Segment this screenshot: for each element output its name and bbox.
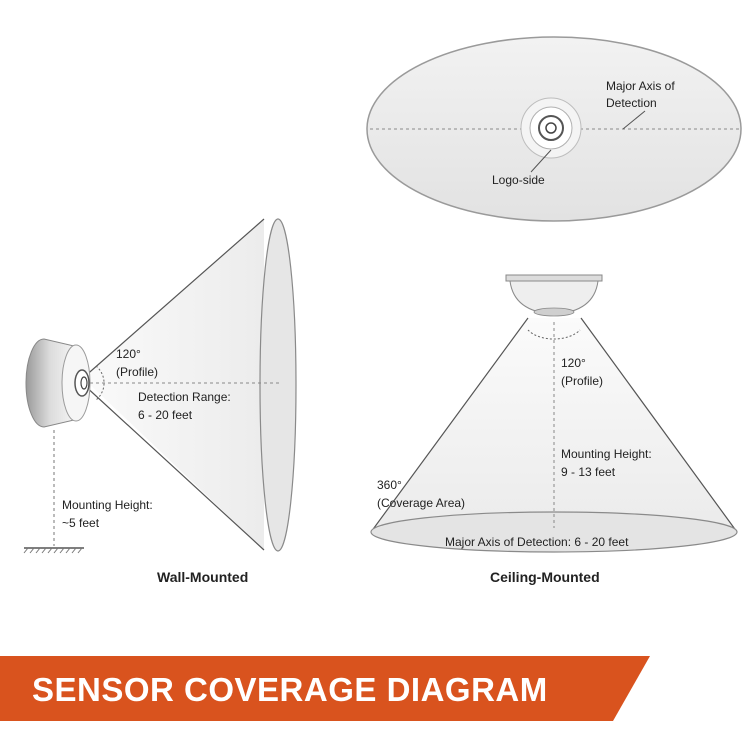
- logo-side-leader: [530, 149, 552, 173]
- floor-ground-line: [23, 547, 84, 554]
- ceiling-mounted-diagram: 120° (Profile) Mounting Height: 9 - 13 f…: [370, 274, 738, 585]
- wall-detection-cone: [83, 219, 264, 550]
- top-view-diagram: Major Axis of Detection Logo-side: [366, 36, 742, 222]
- wall-range-label-line1: Detection Range:: [138, 390, 231, 404]
- banner-title: SENSOR COVERAGE DIAGRAM: [32, 671, 548, 708]
- logo-side-label: Logo-side: [492, 173, 545, 187]
- wall-angle-label-line1: 120°: [116, 347, 141, 361]
- wall-range-label-line2: 6 - 20 feet: [138, 408, 193, 422]
- ceiling-angle-label-line1: 120°: [561, 356, 586, 370]
- wall-angle-arc: [95, 365, 105, 401]
- ceiling-height-label-line1: Mounting Height:: [561, 447, 652, 461]
- major-axis-label-line2: Detection: [606, 96, 657, 110]
- major-axis-label-line1: Major Axis of: [606, 79, 675, 93]
- wall-height-label-line1: Mounting Height:: [62, 498, 153, 512]
- ceiling-sensor-icon: [505, 274, 603, 317]
- ceiling-axis-label: Major Axis of Detection: 6 - 20 feet: [445, 535, 629, 549]
- wall-detection-end-ellipse: [259, 218, 297, 552]
- wall-angle-label-line2: (Profile): [116, 365, 158, 379]
- major-axis-leader: [622, 110, 646, 130]
- ceiling-height-label-line2: 9 - 13 feet: [561, 465, 616, 479]
- ceiling-angle-label-line2: (Profile): [561, 374, 603, 388]
- sensor-top-icon: [520, 97, 582, 159]
- ceiling-coverage-ellipse: [370, 511, 738, 553]
- wall-height-label-line2: ~5 feet: [62, 516, 100, 530]
- ceiling-angle-arc: [527, 329, 581, 340]
- title-banner: SENSOR COVERAGE DIAGRAM: [0, 656, 650, 721]
- banner-background: [0, 656, 650, 721]
- wall-mounted-diagram: 120° (Profile) Detection Range: 6 - 20 f…: [23, 218, 297, 585]
- ceiling-coverage-label-line1: 360°: [377, 478, 402, 492]
- wall-sensor-icon: [25, 338, 91, 428]
- ceiling-mounted-caption: Ceiling-Mounted: [490, 569, 600, 585]
- wall-mounted-caption: Wall-Mounted: [157, 569, 248, 585]
- ceiling-coverage-label-line2: (Coverage Area): [377, 496, 465, 510]
